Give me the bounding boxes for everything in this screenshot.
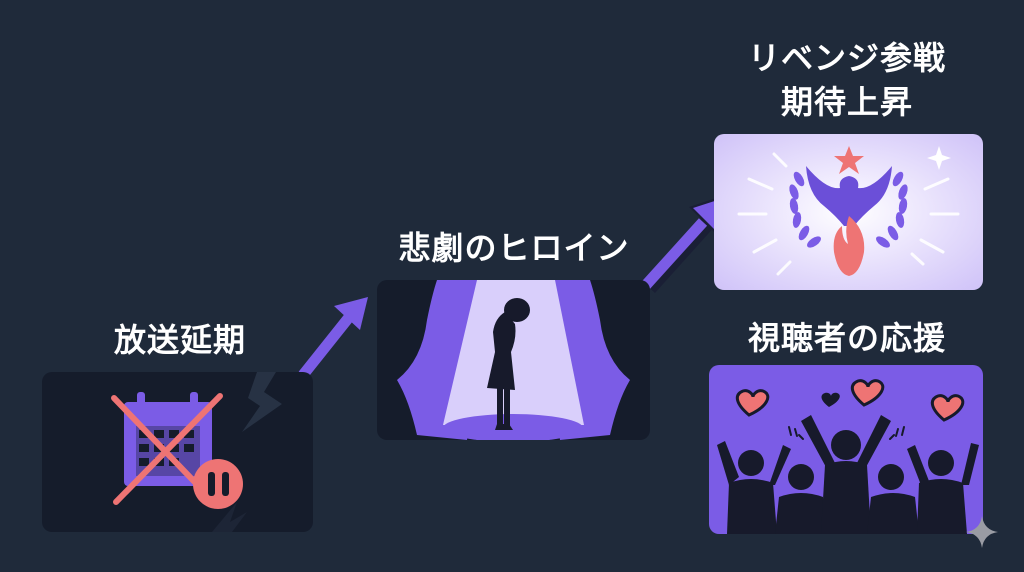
panel-broadcast-delay [42,372,313,532]
panel-viewer-support [709,365,983,534]
stage-title-heroine: 悲劇のヒロイン [398,229,630,267]
stage-title-support: 視聴者の応援 [747,319,946,357]
stage-title-delay: 放送延期 [113,321,246,359]
arrow-up-right-icon [298,297,368,379]
crowd-silhouettes [717,415,979,534]
stage-title-revenge-line1: リベンジ参戦 [747,39,946,77]
heroine-silhouette [487,298,530,430]
panel-tragic-heroine [377,280,650,440]
cheering-crowd-hearts-icon [717,379,979,534]
sparkle-icon [966,516,998,548]
phoenix [806,166,892,226]
panel-revenge-rise [714,134,983,290]
spotlight-heroine-icon [397,280,630,440]
calendar-cancel-pause-icon [111,372,282,532]
phoenix-laurel-icon [737,146,960,276]
stage-title-revenge-line2: 期待上昇 [780,83,913,121]
